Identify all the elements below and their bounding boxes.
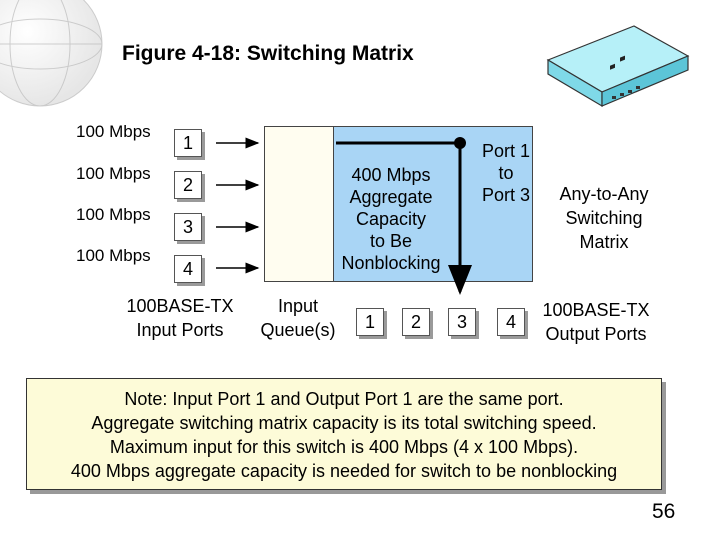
output-port-box-4: 4 [497,308,525,336]
input-ports-line-2: Input Ports [136,320,224,340]
globe-decoration [0,0,103,107]
output-ports-line-2: Output Ports [545,324,647,344]
input-ports-line-1: 100BASE-TX [126,296,234,316]
route-line-1: Port 1 [481,141,531,161]
input-port-box-2: 2 [174,171,202,199]
output-ports-line-1: 100BASE-TX [542,300,650,320]
capacity-line-1: 400 Mbps [351,165,431,185]
capacity-line-2: Aggregate [349,187,433,207]
route-text: Port 1 to Port 3 [468,140,544,206]
note-line-3: Maximum input for this switch is 400 Mbp… [109,437,579,457]
queue-label: Input Queue(s) [250,294,346,342]
route-line-2: to [498,163,514,183]
page-number: 56 [652,500,676,523]
switching-matrix-box [333,126,533,282]
route-line-3: Port 3 [481,185,531,205]
any-to-any-label: Any-to-Any Switching Matrix [544,182,664,254]
input-speed-1: 100 Mbps [76,122,151,141]
queue-line-2: Queue(s) [260,320,336,340]
note-line-4: 400 Mbps aggregate capacity is needed fo… [70,461,618,481]
note-line-2: Aggregate switching matrix capacity is i… [91,413,597,433]
any-to-any-line-2: Switching [565,208,643,228]
input-speed-3: 100 Mbps [76,205,151,224]
figure-title: Figure 4-18: Switching Matrix [122,42,414,65]
input-speed-4: 100 Mbps [76,246,151,265]
note-line-1: Note: Input Port 1 and Output Port 1 are… [124,389,564,409]
any-to-any-line-1: Any-to-Any [559,184,649,204]
queue-line-1: Input [277,296,319,316]
input-speed-2: 100 Mbps [76,164,151,183]
note-box: Note: Input Port 1 and Output Port 1 are… [26,378,662,490]
capacity-line-5: Nonblocking [341,253,441,273]
capacity-text: 400 Mbps Aggregate Capacity to Be Nonblo… [338,164,444,274]
input-port-box-4: 4 [174,255,202,283]
output-port-box-1: 1 [356,308,384,336]
input-port-box-1: 1 [174,129,202,157]
capacity-line-4: to Be [369,231,413,251]
output-ports-label: 100BASE-TX Output Ports [534,298,658,346]
input-port-box-3: 3 [174,213,202,241]
output-port-box-2: 2 [402,308,430,336]
network-switch-icon [546,25,690,108]
input-ports-label: 100BASE-TX Input Ports [118,294,242,342]
capacity-line-3: Capacity [355,209,427,229]
any-to-any-line-3: Matrix [579,232,629,252]
output-port-box-3: 3 [448,308,476,336]
